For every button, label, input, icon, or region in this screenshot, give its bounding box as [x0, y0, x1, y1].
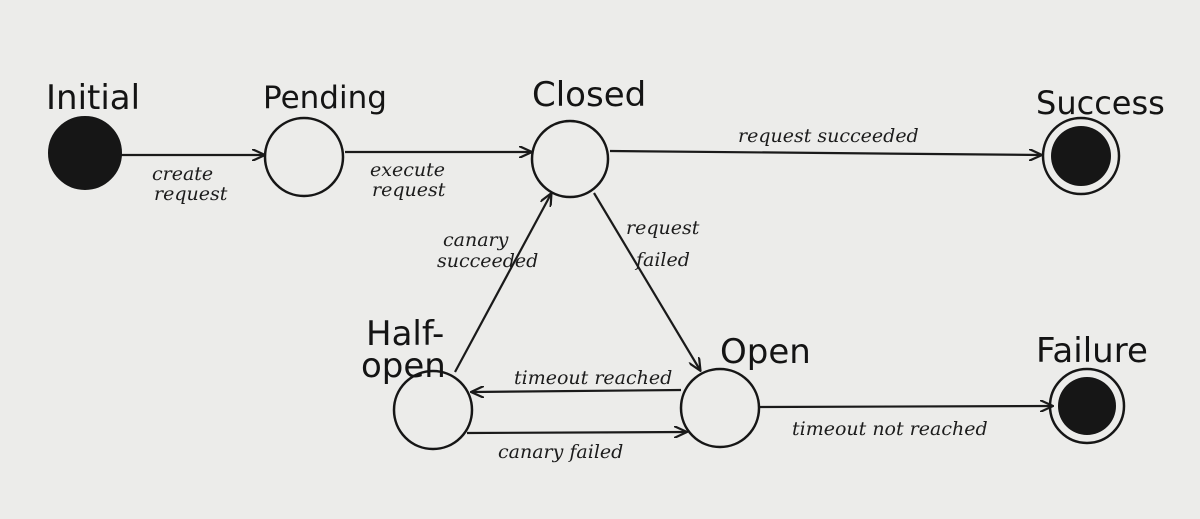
state-open-node	[679, 367, 761, 449]
edge-halfopen-to-open	[466, 432, 686, 433]
state-closed-node	[530, 119, 610, 199]
state-failure-core	[1058, 377, 1116, 435]
edge-label-request-failed-2: failed	[634, 249, 690, 271]
edge-halfopen-to-closed	[454, 194, 551, 373]
edge-label-execute-request-1: execute	[370, 159, 445, 181]
edge-label-timeout-reached: timeout reached	[514, 367, 672, 389]
edge-label-request-failed-1: request	[626, 217, 700, 239]
state-label-pending: Pending	[263, 80, 387, 116]
state-label-halfopen-2: open	[361, 346, 446, 386]
edge-label-create-request-1: create	[152, 163, 213, 185]
edge-open-to-halfopen	[472, 390, 682, 392]
edge-label-timeout-not-reached: timeout not reached	[792, 418, 988, 440]
edge-closed-to-success	[609, 151, 1041, 155]
state-label-closed: Closed	[532, 75, 646, 115]
edge-label-canary-succeeded-2: succeeded	[437, 250, 538, 272]
state-initial-node	[48, 116, 122, 190]
edge-open-to-failure	[758, 406, 1052, 407]
state-label-open: Open	[720, 332, 811, 372]
edge-label-create-request-2: request	[154, 183, 228, 205]
edge-closed-to-open	[593, 192, 700, 370]
edge-label-canary-failed: canary failed	[498, 441, 623, 463]
state-label-failure: Failure	[1036, 331, 1148, 371]
state-pending-node	[263, 116, 345, 198]
state-label-success: Success	[1036, 84, 1165, 122]
edge-label-canary-succeeded-1: canary	[443, 229, 509, 251]
state-failure-ring	[1048, 367, 1126, 445]
state-success-core	[1051, 126, 1111, 186]
edge-label-request-succeeded: request succeeded	[738, 125, 919, 147]
edge-label-execute-request-2: request	[372, 179, 446, 201]
state-success-ring	[1041, 116, 1121, 196]
state-label-halfopen-1: Half-	[366, 314, 444, 354]
state-halfopen-node	[392, 369, 474, 451]
state-label-initial: Initial	[46, 78, 140, 118]
